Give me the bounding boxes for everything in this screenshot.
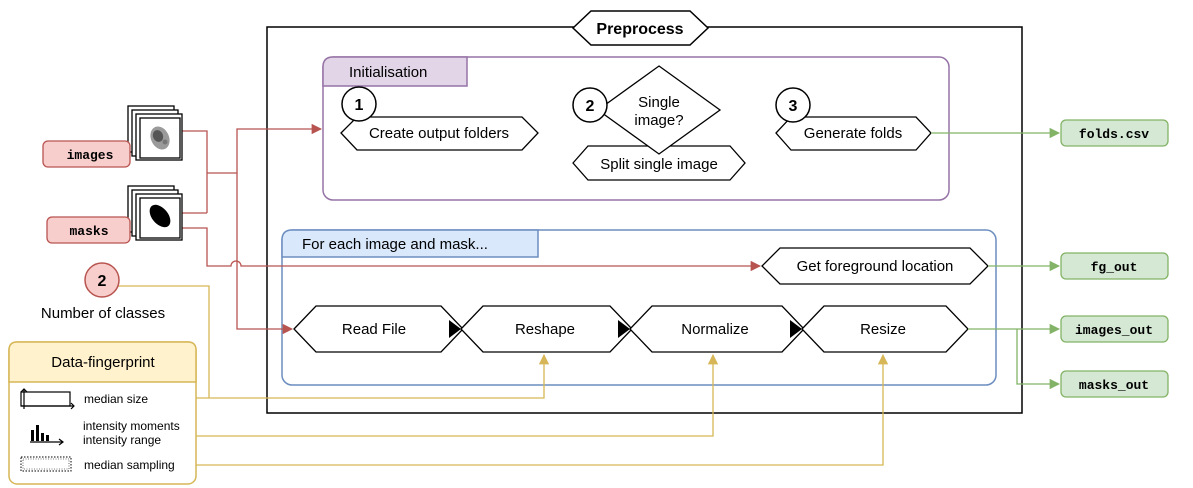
svg-text:Normalize: Normalize <box>681 321 749 338</box>
fingerprint-title: Data-fingerprint <box>8 341 197 383</box>
input-connectors <box>180 123 762 335</box>
svg-text:masks: masks <box>69 224 108 239</box>
step-normalize: Normalize <box>629 305 805 353</box>
output-masks-out: masks_out <box>1060 370 1169 398</box>
svg-text:Split single image: Split single image <box>600 156 718 173</box>
fingerprint-intensity-range: intensity range <box>83 433 161 447</box>
svg-text:1: 1 <box>355 97 364 114</box>
preprocess-title: Preprocess <box>571 10 710 46</box>
svg-text:folds.csv: folds.csv <box>1079 127 1149 142</box>
svg-text:Create output folders: Create output folders <box>369 125 509 142</box>
output-connectors <box>931 127 1061 390</box>
svg-text:images: images <box>67 148 114 163</box>
step-resize: Resize <box>801 305 969 353</box>
svg-text:Read File: Read File <box>342 321 406 338</box>
mask-stack-icon <box>127 185 183 241</box>
num-classes-badge: 2 <box>84 262 120 298</box>
svg-text:2: 2 <box>98 273 107 290</box>
svg-text:masks_out: masks_out <box>1079 378 1149 393</box>
image-stack-icon <box>127 105 183 161</box>
step-number-1: 1 <box>341 86 377 122</box>
svg-text:Resize: Resize <box>860 321 906 338</box>
step-number-2: 2 <box>572 87 608 123</box>
svg-text:Generate folds: Generate folds <box>804 125 902 142</box>
step-reshape: Reshape <box>460 305 633 353</box>
size-icon <box>20 388 75 410</box>
svg-text:3: 3 <box>789 98 798 115</box>
initialisation-label: Initialisation <box>322 56 468 87</box>
output-images-out: images_out <box>1060 315 1169 343</box>
sampling-icon <box>20 456 72 472</box>
fingerprint-connectors <box>118 285 889 466</box>
svg-text:2: 2 <box>586 98 595 115</box>
histogram-icon <box>30 425 64 446</box>
step-read-file: Read File <box>293 305 464 353</box>
num-classes-label: Number of classes <box>41 305 165 322</box>
step-create-output-folders: Create output folders <box>340 116 539 151</box>
input-masks-label: masks <box>46 216 131 244</box>
fingerprint-median-size: median size <box>84 392 148 406</box>
svg-text:Preprocess: Preprocess <box>596 21 683 38</box>
svg-text:For each image and mask...: For each image and mask... <box>302 236 488 253</box>
pipeline-arrow-1 <box>449 320 461 338</box>
pipeline-arrow-2 <box>618 320 630 338</box>
svg-text:Data-fingerprint: Data-fingerprint <box>51 354 155 371</box>
output-fg-out: fg_out <box>1060 252 1169 280</box>
fingerprint-median-sampling: median sampling <box>84 458 175 472</box>
svg-text:Get foreground location: Get foreground location <box>797 258 954 275</box>
pipeline-arrow-3 <box>790 320 802 338</box>
step-split-single-image: Split single image <box>572 145 746 181</box>
svg-text:Initialisation: Initialisation <box>349 64 427 81</box>
output-folds-csv: folds.csv <box>1060 119 1169 147</box>
svg-text:images_out: images_out <box>1075 323 1153 338</box>
svg-text:Reshape: Reshape <box>515 321 575 338</box>
fingerprint-intensity-moments: intensity moments <box>83 419 180 433</box>
step-get-foreground-location: Get foreground location <box>761 247 989 285</box>
svg-text:fg_out: fg_out <box>1091 260 1138 275</box>
step-generate-folds: Generate folds <box>775 116 932 151</box>
loop-label: For each image and mask... <box>281 229 539 258</box>
step-number-3: 3 <box>775 87 811 123</box>
input-images-label: images <box>42 140 131 168</box>
